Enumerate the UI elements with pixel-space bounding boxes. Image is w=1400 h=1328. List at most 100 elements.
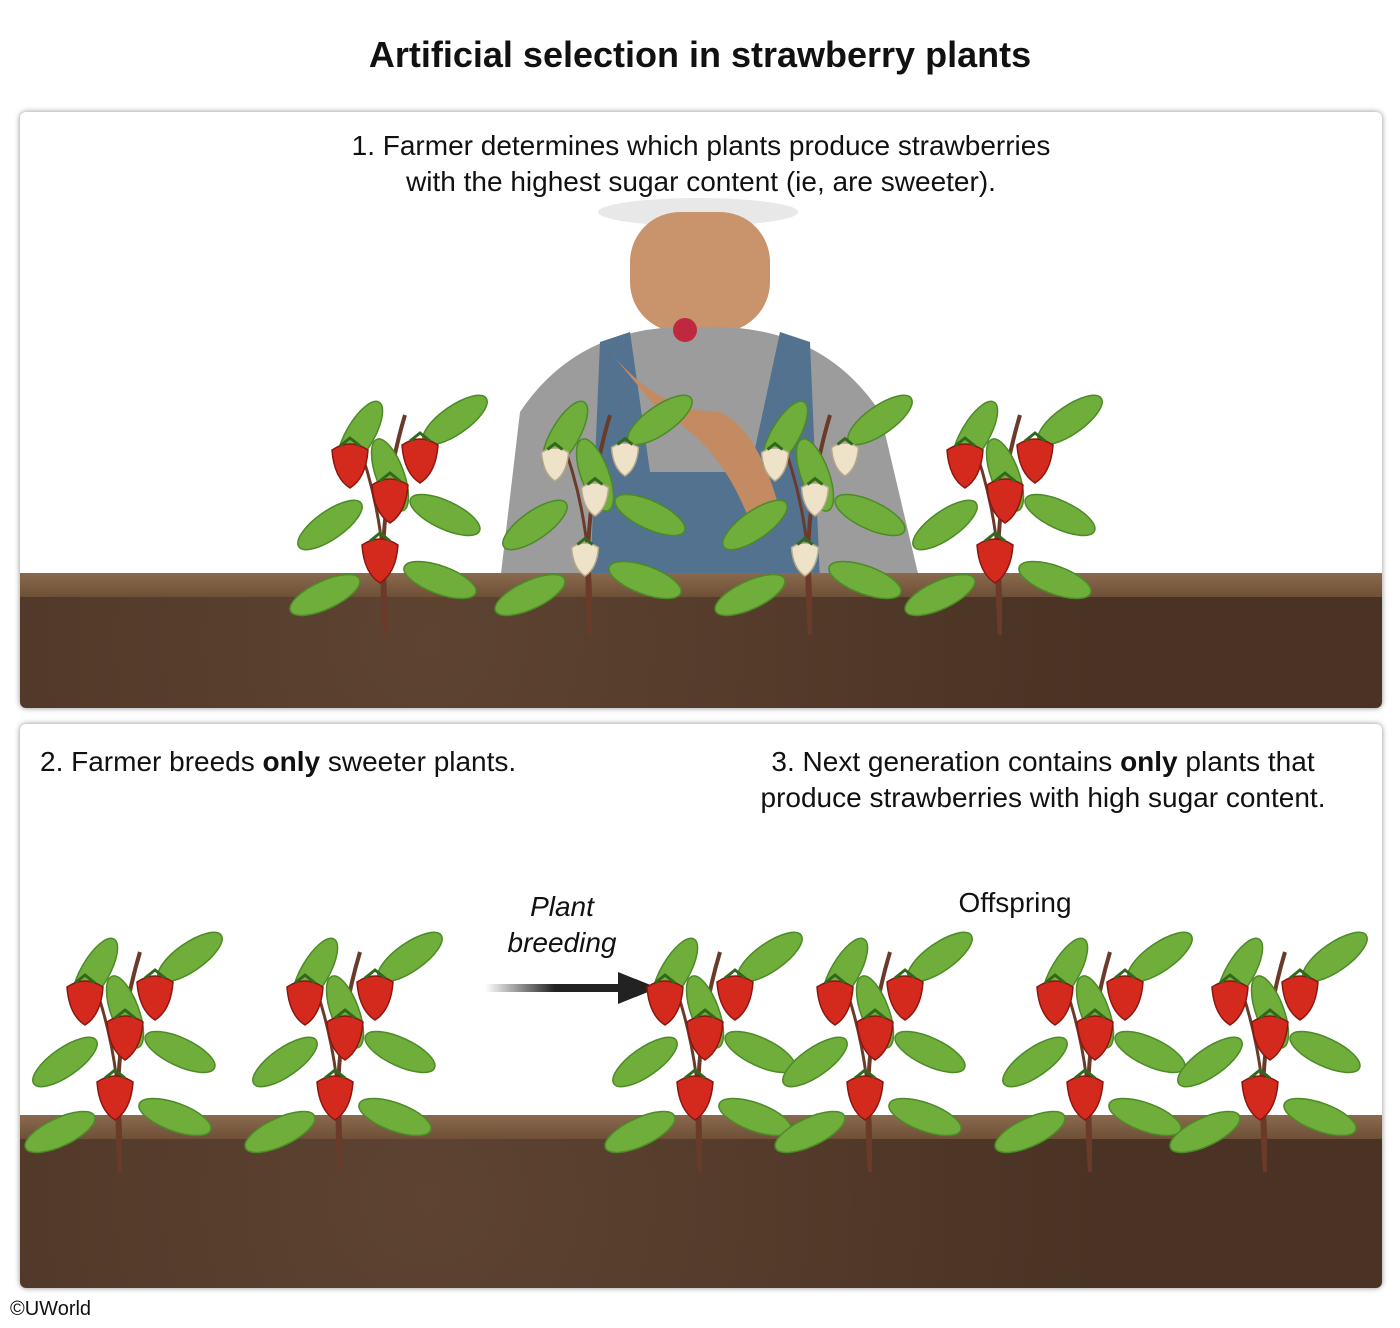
leaf (1002, 1036, 1068, 1088)
leaf (403, 560, 477, 600)
leaf (1289, 1030, 1361, 1074)
strawberry-red (986, 478, 1024, 524)
leaf (144, 1030, 216, 1074)
strawberry-red (1211, 980, 1249, 1026)
strawberry-plant (244, 931, 443, 1173)
strawberry-red (286, 980, 324, 1026)
strawberry-red (66, 980, 104, 1026)
leaf (502, 499, 568, 551)
strawberry-red (686, 1015, 724, 1061)
strawberry-calyx (144, 968, 166, 980)
leaf (138, 1097, 212, 1137)
copyright: ©UWorld (10, 1298, 92, 1320)
strawberry-white (800, 482, 830, 517)
strawberry-calyx (339, 436, 361, 448)
plants-row-2 (24, 931, 1368, 1173)
leaf (1169, 1110, 1241, 1154)
plants-row-1 (289, 394, 1103, 636)
strawberry-red (1241, 1075, 1279, 1121)
leaf (894, 1030, 966, 1074)
strawberry-red (1106, 975, 1144, 1021)
strawberry-plant (494, 394, 693, 636)
leaf (828, 560, 902, 600)
leaf (1177, 1036, 1243, 1088)
strawberry-calyx (1289, 968, 1311, 980)
offspring-label: Offspring (958, 887, 1072, 918)
strawberry-calyx (994, 471, 1016, 483)
step-2-bold: only (262, 746, 321, 777)
strawberry-plant (994, 931, 1193, 1173)
strawberry-white (580, 482, 610, 517)
step-2-text-end: sweeter plants. (320, 746, 517, 777)
strawberry-calyx (796, 536, 814, 546)
strawberry-white (610, 442, 640, 477)
strawberry-red (96, 1075, 134, 1121)
strawberry-calyx (836, 436, 854, 446)
strawberry-red (716, 975, 754, 1021)
leaf (1283, 1097, 1357, 1137)
leaf (1114, 1030, 1186, 1074)
breeding-arrow (485, 972, 658, 1004)
strawberry-plant (904, 394, 1103, 636)
strawberry-calyx (586, 476, 604, 486)
leaf (409, 493, 481, 537)
strawberry-red (106, 1015, 144, 1061)
strawberry-white (760, 447, 790, 482)
leaf (612, 1036, 678, 1088)
leaf (834, 493, 906, 537)
leaf (1024, 493, 1096, 537)
leaf (1108, 1097, 1182, 1137)
strawberry-calyx (369, 531, 391, 543)
strawberry-plant (289, 394, 488, 636)
farmer-hand (610, 352, 780, 522)
strawberry-red (401, 438, 439, 484)
tasted-strawberry (673, 318, 697, 342)
leaf (722, 499, 788, 551)
strawberry-calyx (1249, 1068, 1271, 1080)
strawberry-red (1251, 1015, 1289, 1061)
strawberry-red (1066, 1075, 1104, 1121)
soil-bed-edge (20, 573, 1382, 597)
strawberry-calyx (766, 441, 784, 451)
strawberry-plant (774, 931, 973, 1173)
strawberry-white (790, 542, 820, 577)
strawberry-red (816, 980, 854, 1026)
strawberry-plant (604, 931, 803, 1173)
strawberry-plant (1169, 931, 1368, 1173)
strawberry-calyx (1219, 973, 1241, 985)
strawberry-red (646, 980, 684, 1026)
leaf (24, 1110, 96, 1154)
farmer-head (630, 212, 770, 332)
step-3-line-2: produce strawberries with high sugar con… (760, 782, 1326, 813)
strawberry-calyx (546, 441, 564, 451)
strawberry-calyx (654, 973, 676, 985)
plant-stem (805, 414, 832, 636)
leaf (994, 1110, 1066, 1154)
leaf (289, 573, 361, 617)
strawberry-red (326, 1015, 364, 1061)
leaf (888, 1097, 962, 1137)
step-1-caption-line-1: 1. Farmer determines which plants produc… (351, 130, 1051, 161)
panel-step-1: 1. Farmer determines which plants produc… (20, 112, 1382, 708)
step-3-text: 3. Next generation contains (771, 746, 1121, 777)
step-2-text: 2. Farmer breeds (40, 746, 263, 777)
strawberry-calyx (616, 436, 634, 446)
leaf (252, 1036, 318, 1088)
step-1-caption: 1. Farmer determines which plants produc… (20, 128, 1382, 200)
strawberry-calyx (854, 1068, 876, 1080)
leaf (364, 1030, 436, 1074)
strawberry-white (570, 542, 600, 577)
strawberry-calyx (1074, 1068, 1096, 1080)
strawberry-red (1016, 438, 1054, 484)
strawberry-calyx (409, 431, 431, 443)
strawberry-calyx (1259, 1008, 1281, 1020)
strawberry-red (371, 478, 409, 524)
step-3-caption: 3. Next generation contains only plants … (720, 744, 1366, 816)
strawberry-calyx (74, 973, 96, 985)
strawberry-red (846, 1075, 884, 1121)
leaf (604, 1110, 676, 1154)
strawberry-calyx (1044, 973, 1066, 985)
leaf (912, 499, 978, 551)
panel-step-2-3: 2. Farmer breeds only sweeter plants. 3.… (20, 724, 1382, 1288)
leaf (782, 1036, 848, 1088)
